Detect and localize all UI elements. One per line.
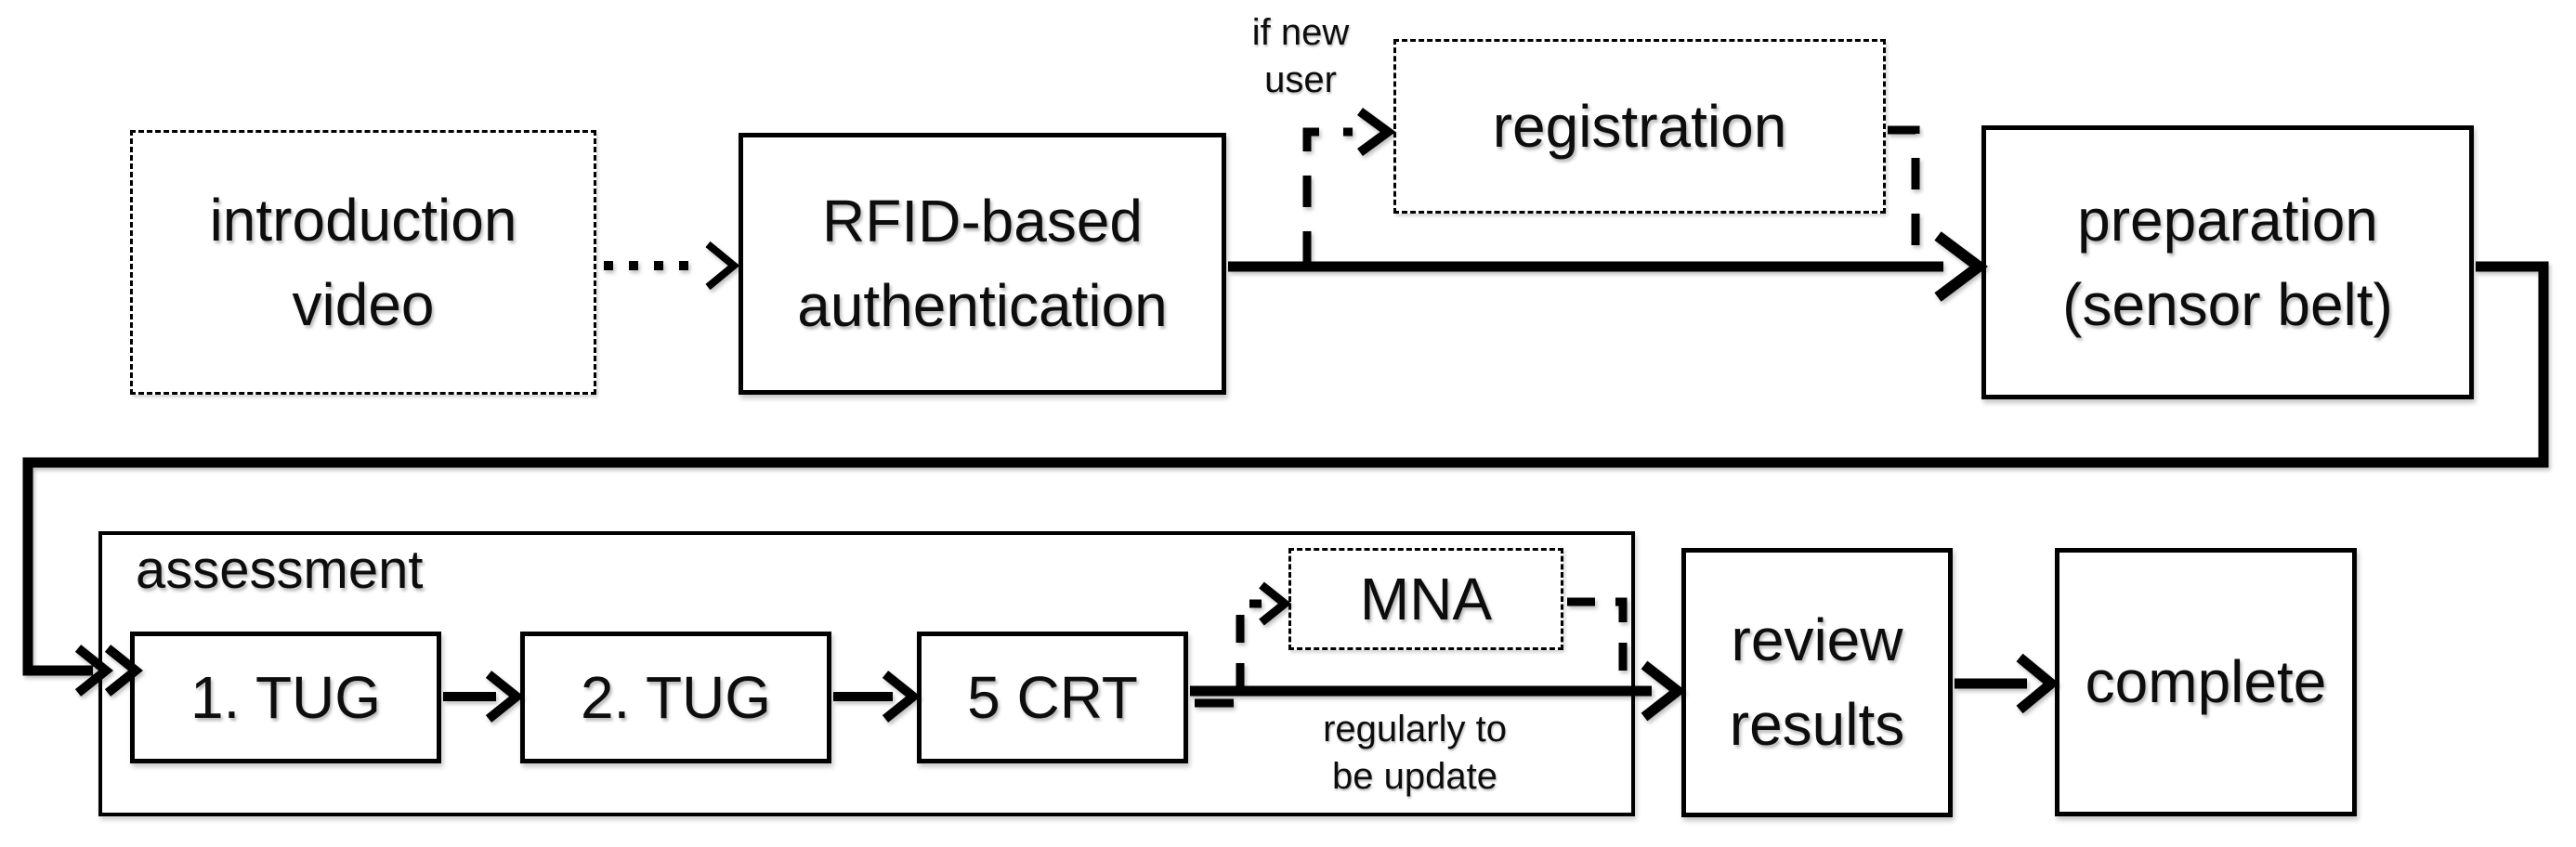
regularly-update-text: regularly to be update — [1323, 708, 1507, 797]
node-mna: MNA — [1288, 548, 1563, 650]
node-five-crt-label: 5 CRT — [967, 663, 1138, 731]
node-second-tug-label: 2. TUG — [580, 663, 772, 731]
if-new-user-text: if new user — [1251, 11, 1350, 100]
node-complete: complete — [2055, 548, 2357, 816]
node-introduction-video-label: introduction video — [209, 186, 517, 338]
connector-rfid-to-preparation — [1228, 231, 1988, 302]
node-second-tug: 2. TUG — [520, 632, 831, 763]
node-first-tug: 1. TUG — [130, 632, 441, 763]
node-review-results: review results — [1681, 548, 1953, 817]
connector-registration-return — [1888, 125, 1920, 263]
node-introduction-video: introduction video — [130, 130, 596, 395]
node-mna-label: MNA — [1359, 565, 1493, 632]
node-five-crt: 5 CRT — [917, 632, 1188, 763]
node-rfid-authentication-label: RFID-based authentication — [797, 188, 1168, 339]
connector-intro-to-rfid — [604, 241, 740, 291]
node-preparation-sensor-belt: preparation (sensor belt) — [1981, 125, 2474, 399]
assessment-label: assessment — [136, 540, 424, 600]
regularly-update-annotation: regularly to be update — [1299, 702, 1531, 804]
connector-review-to-complete — [1955, 653, 2059, 714]
node-rfid-authentication: RFID-based authentication — [739, 133, 1226, 395]
if-new-user-annotation: if new user — [1215, 6, 1386, 108]
node-first-tug-label: 1. TUG — [190, 663, 382, 731]
node-review-results-label: review results — [1729, 606, 1905, 758]
node-preparation-label: preparation (sensor belt) — [2062, 186, 2393, 338]
node-registration: registration — [1393, 39, 1886, 214]
node-registration-label: registration — [1492, 92, 1787, 160]
connector-if-new-user-branch — [1302, 107, 1396, 263]
node-complete-label: complete — [2085, 648, 2327, 716]
